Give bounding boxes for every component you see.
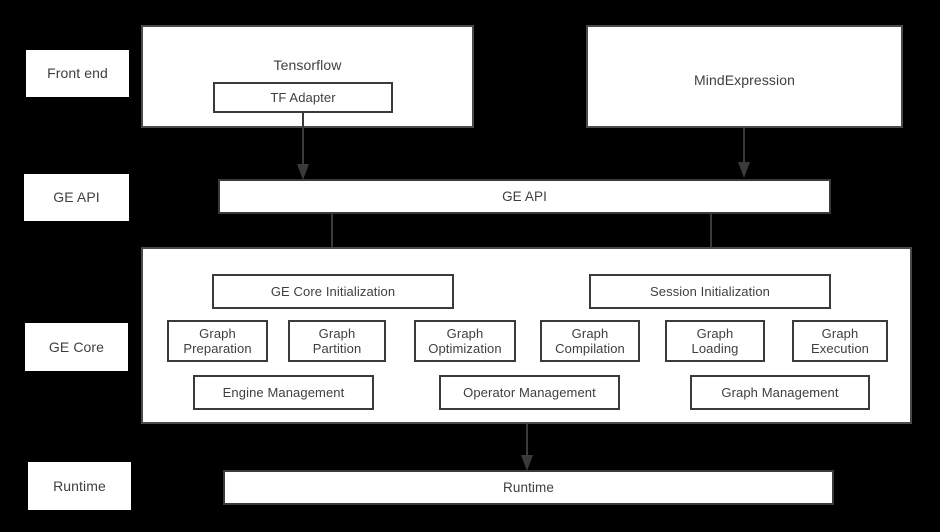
graph-optimization-line2: Optimization [428,341,502,356]
graph-optimization-line1: Graph [446,325,484,341]
graph-preparation-line1: Graph [199,325,236,341]
layer-label-ge-api: GE API [24,174,129,221]
graph-preparation-line2: Preparation [183,341,252,356]
graph-partition-line1: Graph [318,325,356,341]
graph-partition-line2: Partition [312,341,362,356]
graph-optimization-box[interactable]: Graph Optimization [414,320,516,362]
arrow-mindexpression-to-ge-api [738,128,750,178]
mindexpression-group: MindExpression [586,25,903,128]
arrow-tf-adapter-to-ge-api [297,112,309,180]
arrow-ge-core-to-runtime [521,424,533,471]
graph-execution-line2: Execution [811,341,869,356]
layer-label-runtime: Runtime [28,462,131,510]
graph-execution-box[interactable]: Graph Execution [792,320,888,362]
tf-adapter-box[interactable]: TF Adapter [213,82,393,113]
mindexpression-label: MindExpression [694,72,795,88]
engine-management-box[interactable]: Engine Management [193,375,374,410]
graph-compilation-line2: Compilation [555,341,625,356]
graph-compilation-box[interactable]: Graph Compilation [540,320,640,362]
graph-management-box[interactable]: Graph Management [690,375,870,410]
ge-api-bar[interactable]: GE API [218,179,831,214]
graph-execution-line1: Graph [821,325,859,341]
operator-management-box[interactable]: Operator Management [439,375,620,410]
layer-label-front-end: Front end [26,50,129,97]
graph-compilation-line1: Graph [571,325,609,341]
graph-loading-line2: Loading [691,341,739,356]
runtime-bar[interactable]: Runtime [223,470,834,505]
graph-loading-line1: Graph [696,325,734,341]
graph-partition-box[interactable]: Graph Partition [288,320,386,362]
graph-loading-box[interactable]: Graph Loading [665,320,765,362]
graph-preparation-box[interactable]: Graph Preparation [167,320,268,362]
tensorflow-label: Tensorflow [273,57,342,73]
layer-label-ge-core: GE Core [25,323,128,371]
ge-core-initialization-box[interactable]: GE Core Initialization [212,274,454,309]
session-initialization-box[interactable]: Session Initialization [589,274,831,309]
